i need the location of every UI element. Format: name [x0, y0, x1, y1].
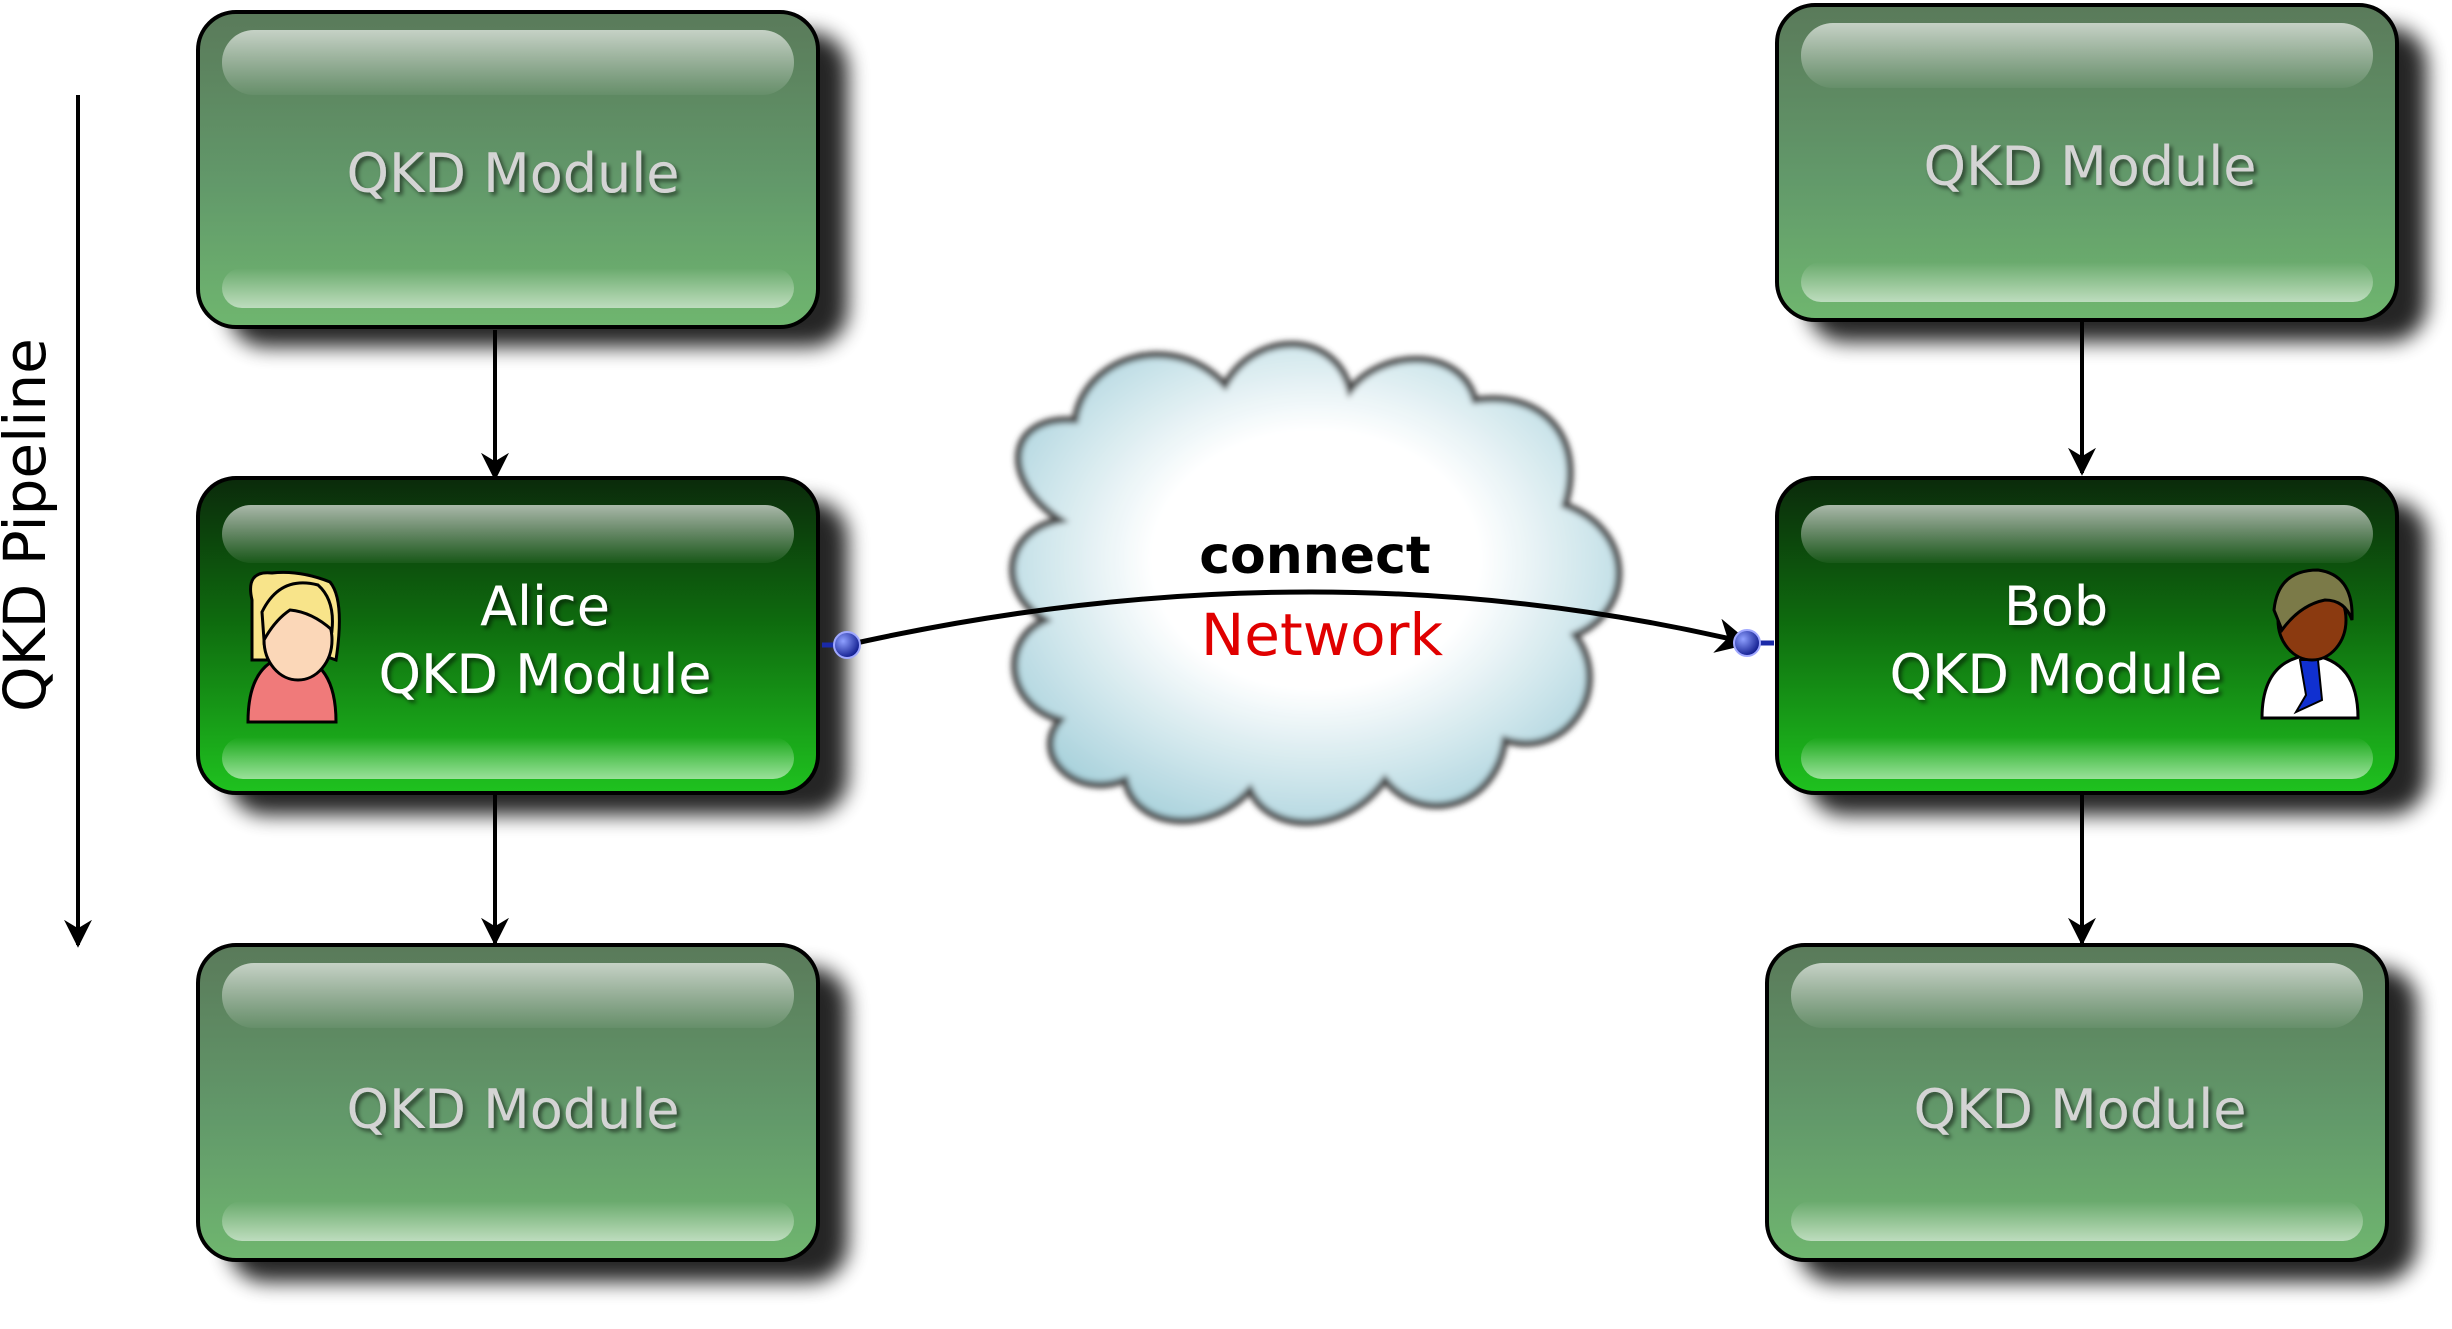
bob-top-module[interactable]: QKD Module — [1775, 3, 2427, 342]
module-label: QKD Module — [346, 142, 679, 205]
alice-name: Alice — [480, 575, 610, 638]
module-label: QKD Module — [1923, 135, 2256, 198]
user-female-icon — [246, 570, 341, 724]
bob-name: Bob — [2004, 575, 2108, 638]
alice-endpoint[interactable] — [833, 631, 861, 659]
bob-bottom-module[interactable]: QKD Module — [1765, 943, 2417, 1282]
module-label: QKD Module — [346, 1078, 679, 1141]
alice-module-label: QKD Module — [378, 643, 711, 706]
user-male-icon — [2260, 568, 2360, 720]
bob-center-module[interactable]: Bob QKD Module — [1775, 476, 2427, 815]
alice-center-module[interactable]: Alice QKD Module — [196, 476, 848, 815]
alice-top-module[interactable]: QKD Module — [196, 10, 848, 347]
network-cloud: connect Network — [1009, 340, 1623, 826]
connect-label: connect — [1199, 526, 1431, 586]
bob-module-label: QKD Module — [1889, 643, 2222, 706]
connect-arrow — [846, 589, 1752, 653]
module-label: QKD Module — [1913, 1078, 2246, 1141]
network-label: Network — [1201, 601, 1444, 669]
pipeline-indicator: QKD Pipeline — [0, 95, 92, 948]
connection — [822, 589, 1774, 659]
alice-bottom-module[interactable]: QKD Module — [196, 943, 848, 1282]
bob-endpoint[interactable] — [1733, 629, 1761, 657]
pipeline-label: QKD Pipeline — [0, 338, 59, 712]
